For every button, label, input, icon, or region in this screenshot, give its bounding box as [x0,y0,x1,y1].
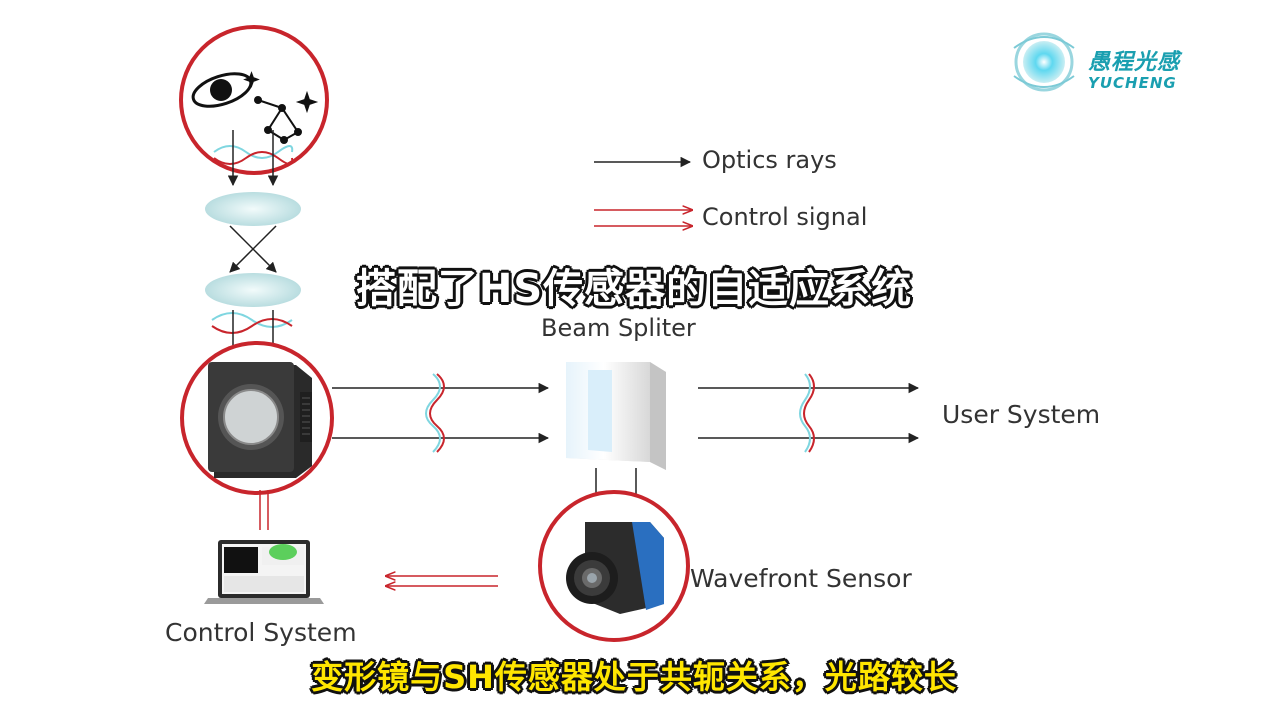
legend-control-signal-label: Control signal [702,203,868,231]
control-signal-to-computer [386,576,498,586]
deformable-mirror-device [208,362,312,478]
distorted-wave-top [213,145,294,165]
corrected-wave-left [425,373,445,453]
laptop-icon [204,540,324,604]
corrected-wave-right [799,373,815,453]
lens-upper [205,192,301,226]
rays-to-user-system [698,382,920,444]
video-title-caption: 搭配了HS传感器的自适应系统 [355,266,913,312]
crossed-rays [229,225,277,273]
control-system-label: Control System [165,618,357,647]
video-subtitle-caption: 变形镜与SH传感器处于共轭关系，光路较长 [311,658,957,696]
distorted-wave-mid [211,312,293,334]
logo-mark-icon [1013,32,1075,92]
brand-logo: 愚程光感 YUCHENG [1088,44,1180,92]
wavefront-sensor-label: Wavefront Sensor [690,564,912,593]
wavefront-sensor-device [566,522,664,614]
user-system-label: User System [942,400,1101,429]
deformable-mirror-circle [180,341,334,495]
wavefront-sensor-circle [538,490,690,642]
control-signal-to-mirror [259,490,269,530]
legend-control-signal-line [594,210,692,226]
brand-name-cn: 愚程光感 [1088,50,1181,75]
lens-lower [205,273,301,307]
incoming-rays [227,130,279,187]
legend-optics-rays-label: Optics rays [702,146,837,174]
beam-splitter-label: Beam Spliter [541,314,696,342]
celestial-object-circle [179,25,329,175]
brand-name-en: YUCHENG [1088,74,1177,92]
beam-splitter-device [566,362,666,470]
constellation-icon [243,71,319,144]
